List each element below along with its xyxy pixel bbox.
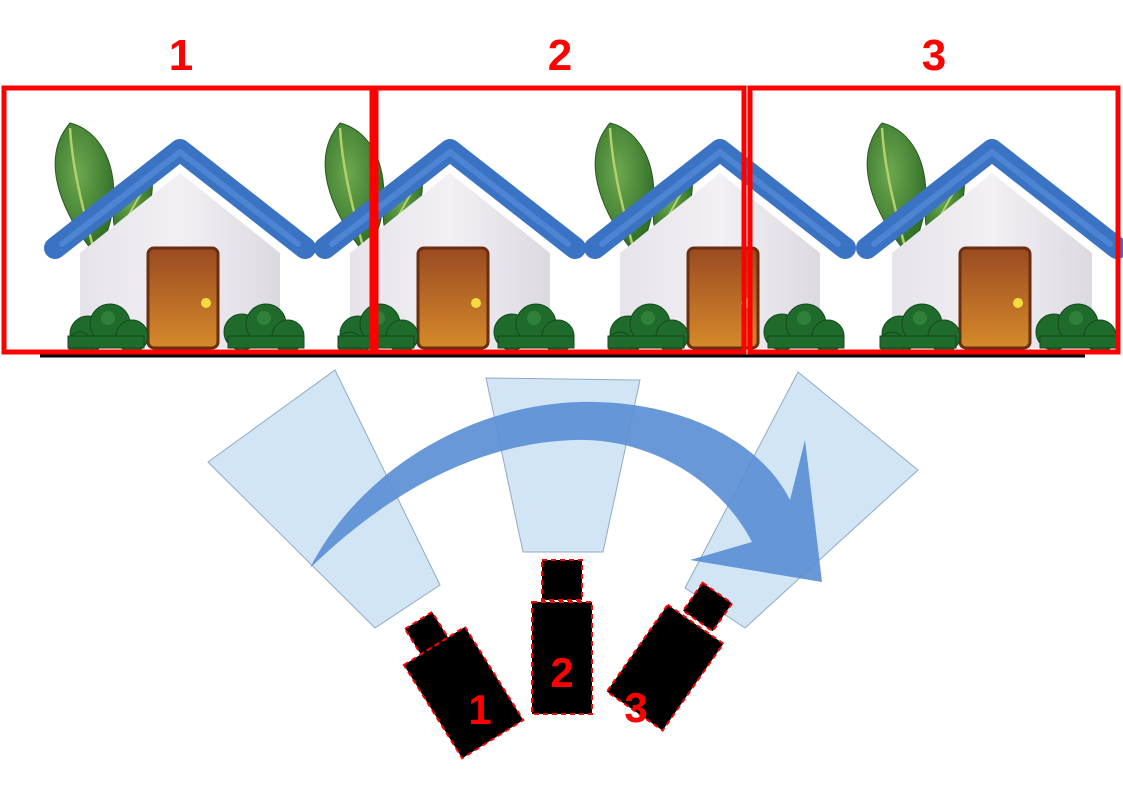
camera-number-2: 2 [550,649,573,696]
capture-frame-3 [747,85,1121,355]
camera-icon [402,610,525,760]
frame-number-1: 1 [169,31,193,80]
house-icon [595,123,845,356]
curved-arrow-icon [310,401,822,582]
frame-number-2: 2 [548,31,572,80]
frame-number-3: 3 [922,31,946,80]
house-icon [55,123,305,356]
capture-frames [1,85,1121,355]
house-icon [325,123,575,356]
camera-icon [531,559,593,715]
camera-number-1: 1 [468,686,491,733]
capture-frame-2 [373,85,747,355]
panorama-strip [0,84,1123,356]
field-of-view-1 [207,369,441,629]
house-icon [867,123,1117,356]
camera-icon [605,581,734,732]
capture-frame-1 [1,85,375,355]
camera-number-3: 3 [624,684,647,731]
